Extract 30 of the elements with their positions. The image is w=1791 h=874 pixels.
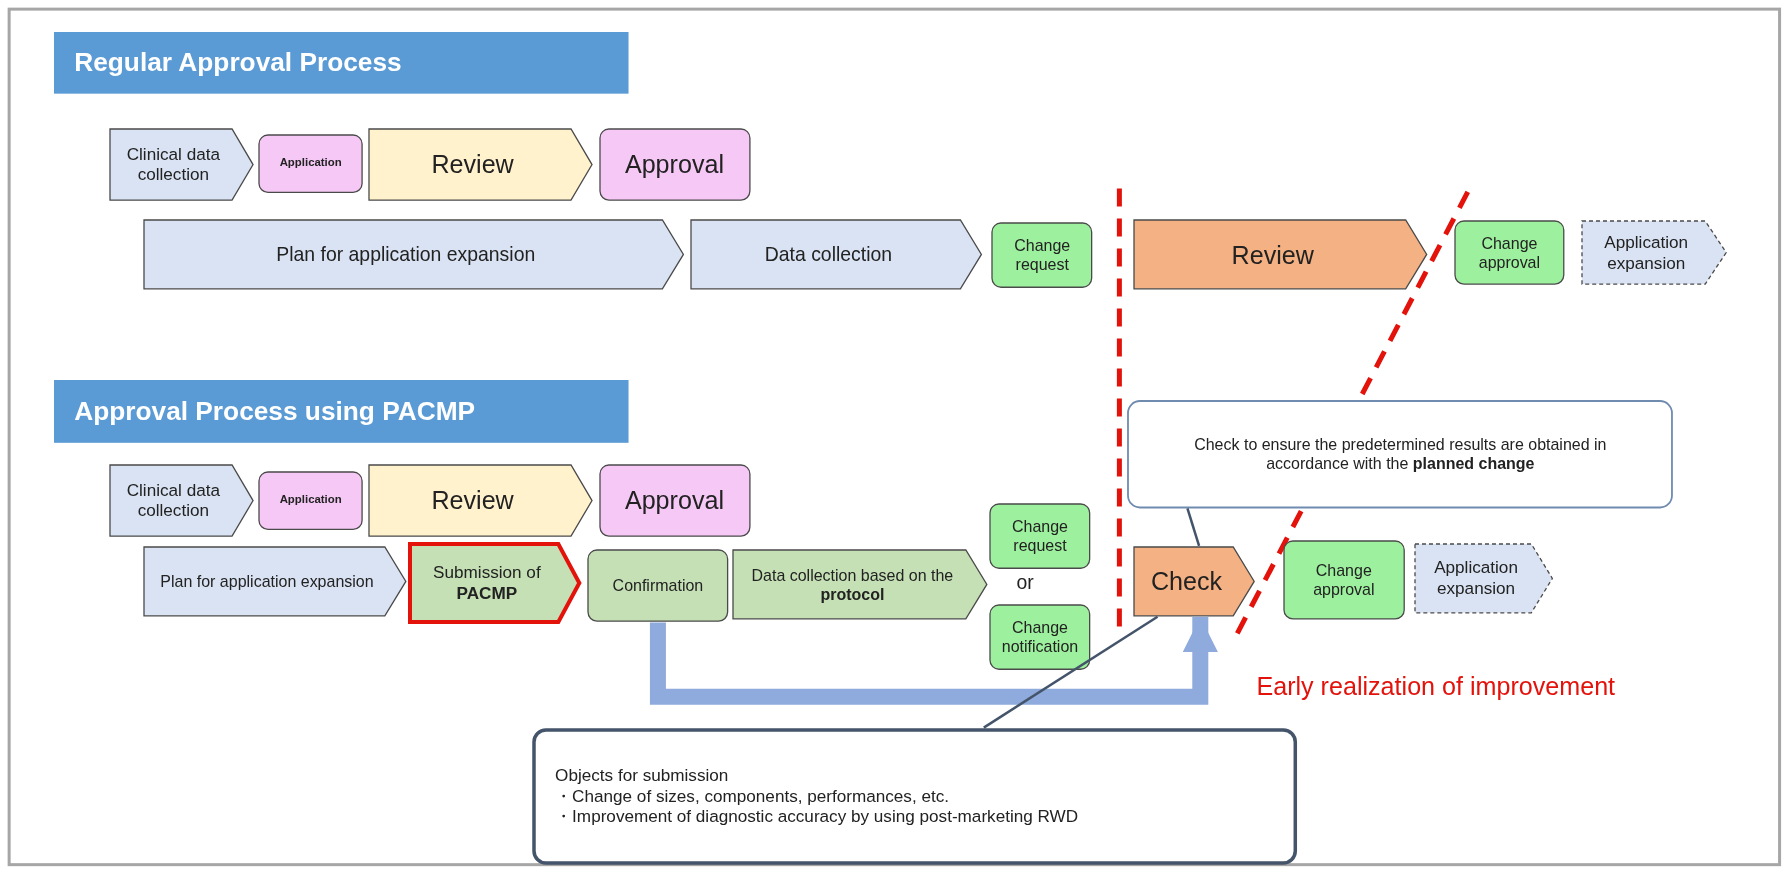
process-step: Review <box>367 463 593 537</box>
process-step: Data collection <box>689 219 983 291</box>
process-step: Submission of PACMP <box>408 542 581 623</box>
process-box: Change request <box>991 221 1094 288</box>
process-step: Clinical data collection <box>108 127 254 201</box>
connector-word: or <box>1016 571 1034 595</box>
process-box: Change approval <box>1282 540 1405 621</box>
section-header: Regular Approval Process <box>53 31 629 94</box>
speech-bubble: Check to ensure the predetermined results are obtained in accordance with the planned change <box>1127 399 1674 509</box>
process-step: Review <box>367 127 593 201</box>
section-header: Approval Process using PACMP <box>53 380 629 444</box>
process-step: Clinical data collection <box>108 463 254 537</box>
process-step: Plan for application expansion <box>142 219 685 291</box>
process-step: Check <box>1133 545 1256 617</box>
process-box: Change approval <box>1454 220 1565 286</box>
process-box: Application <box>258 470 364 530</box>
process-box: Application <box>258 133 364 193</box>
note-box: Objects for submission ・Change of sizes, components, performances, etc. ・Improvement of diagnostic accuracy by using post-marketing RWD <box>532 727 1298 865</box>
process-box: Approval <box>598 463 751 537</box>
process-step: Plan for application expansion <box>142 545 407 617</box>
flow-arrow <box>649 616 1218 705</box>
process-box: Approval <box>598 127 751 201</box>
process-box: Change request <box>989 502 1091 569</box>
process-step: Review <box>1133 219 1428 291</box>
process-box: Confirmation <box>587 549 729 623</box>
process-box: Change notification <box>989 604 1091 671</box>
process-step: Application expansion <box>1580 220 1728 286</box>
process-step: Data collection based on the protocol <box>732 549 988 621</box>
process-step: Application expansion <box>1414 542 1554 614</box>
annotation-text: Early realization of improvement <box>1256 671 1616 701</box>
